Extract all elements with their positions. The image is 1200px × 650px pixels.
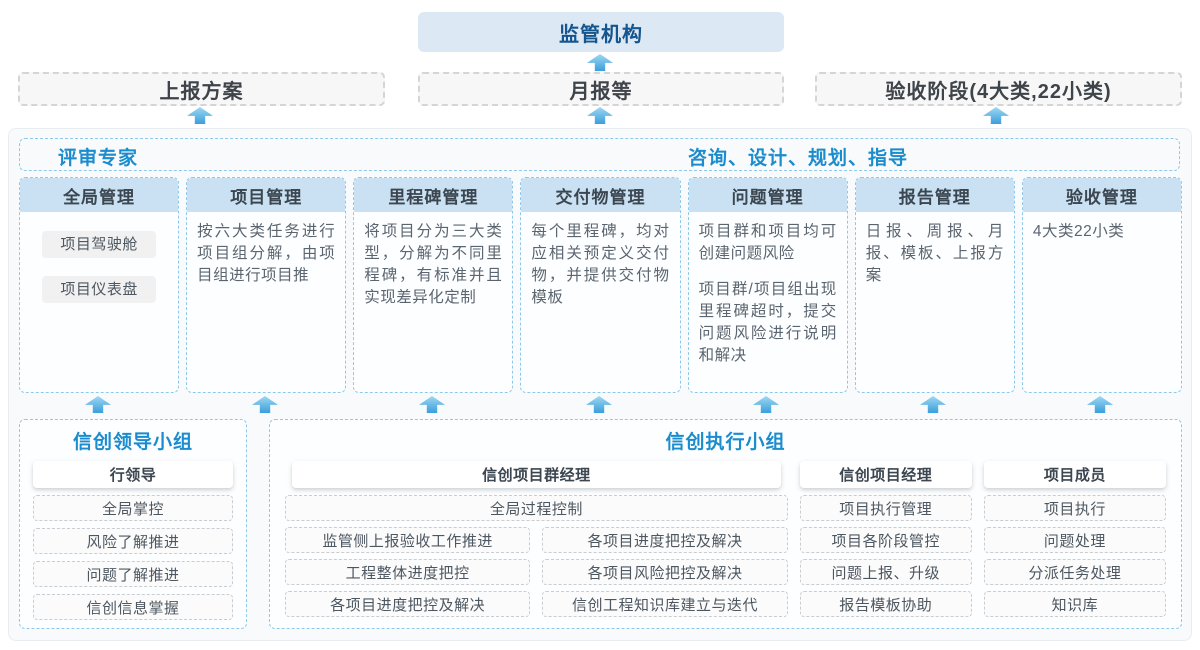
column-project-mgmt: 项目管理 按六大类任务进行项目组分解，由项目组进行项目推: [186, 177, 347, 393]
leader-task: 信创信息掌握: [33, 594, 233, 620]
column-body: 项目驾驶舱 项目仪表盘: [20, 212, 178, 326]
column-body: 按六大类任务进行项目组分解，由项目组进行项目推: [187, 212, 345, 310]
column-header: 全局管理: [20, 178, 179, 212]
arrow-up-icon: [753, 396, 779, 413]
program-manager-task: 工程整体进度把控: [285, 559, 531, 585]
program-manager-task-grid: 监管侧上报验收工作推进 各项目进度把控及解决 工程整体进度把控 各项目风险把控及…: [285, 527, 788, 617]
project-member-task: 问题处理: [983, 527, 1167, 553]
experts-banner: 评审专家 咨询、设计、规划、指导: [19, 138, 1180, 171]
column-global-mgmt: 全局管理 项目驾驶舱 项目仪表盘: [19, 177, 180, 393]
column-body: 每个里程碑，均对应相关预定义交付物，并提供交付物模板: [521, 212, 679, 332]
project-member-task: 分派任务处理: [983, 559, 1167, 585]
feature-item: 项目驾驶舱: [42, 231, 157, 258]
program-manager-task: 各项目进度把控及解决: [285, 591, 531, 617]
project-manager-task: 报告模板协助: [799, 591, 972, 617]
column-report-mgmt: 报告管理 日报、周报、月报、模板、上报方案: [854, 177, 1015, 393]
role-bank-leader: 行领导: [33, 461, 233, 488]
column-body: 日报、周报、月报、模板、上报方案: [856, 212, 1014, 310]
experts-right-label: 咨询、设计、规划、指导: [688, 148, 909, 169]
column-paragraph: 按六大类任务进行项目组分解，由项目组进行项目推: [197, 223, 336, 284]
arrow-up-icon: [587, 107, 613, 124]
role-project-manager: 信创项目经理: [799, 461, 972, 488]
leader-task: 全局掌控: [33, 495, 233, 521]
column-paragraph: 将项目分为三大类型，分解为不同里程碑，有标准并且实现差异化定制: [364, 223, 503, 306]
platform-container: 评审专家 咨询、设计、规划、指导 全局管理 项目驾驶舱 项目仪表盘 项目管理 按…: [8, 128, 1192, 641]
execution-group-title: 信创执行小组: [665, 432, 786, 453]
column-paragraph: 4大类22小类: [1032, 223, 1125, 240]
regulator-node: 监管机构: [418, 12, 784, 52]
feature-item: 项目仪表盘: [42, 276, 157, 303]
leader-group: 信创领导小组 行领导 全局掌控 风险了解推进 问题了解推进 信创信息掌握: [19, 419, 247, 629]
program-manager-task: 各项目风险把控及解决: [542, 559, 788, 585]
report-node-plan: 上报方案: [18, 72, 385, 106]
arrow-up-icon: [587, 54, 613, 71]
column-header: 验收管理: [1022, 178, 1181, 212]
arrow-up-icon: [920, 396, 946, 413]
column-header: 问题管理: [688, 178, 847, 212]
column-acceptance-mgmt: 验收管理 4大类22小类: [1021, 177, 1182, 393]
report-monthly-label: 月报等: [569, 80, 633, 103]
program-manager-column: 信创项目群经理 全局过程控制 监管侧上报验收工作推进 各项目进度把控及解决 工程…: [285, 461, 788, 623]
program-manager-task: 监管侧上报验收工作推进: [285, 527, 531, 553]
project-member-column: 项目成员 项目执行 问题处理 分派任务处理 知识库: [983, 461, 1167, 623]
execution-group: 信创执行小组 信创项目群经理 全局过程控制 监管侧上报验收工作推进 各项目进度把…: [269, 419, 1182, 629]
program-manager-task: 各项目进度把控及解决: [542, 527, 788, 553]
column-body: 将项目分为三大类型，分解为不同里程碑，有标准并且实现差异化定制: [354, 212, 512, 332]
report-plan-label: 上报方案: [159, 80, 244, 103]
arrow-up-icon: [586, 396, 612, 413]
column-paragraph: 每个里程碑，均对应相关预定义交付物，并提供交付物模板: [531, 223, 670, 306]
column-header: 项目管理: [187, 178, 346, 212]
execution-columns: 信创项目群经理 全局过程控制 监管侧上报验收工作推进 各项目进度把控及解决 工程…: [270, 454, 1181, 623]
regulator-label: 监管机构: [559, 23, 643, 46]
project-manager-task: 问题上报、升级: [799, 559, 972, 585]
arrow-up-icon: [187, 107, 213, 124]
arrow-up-icon: [419, 396, 445, 413]
report-node-acceptance: 验收阶段(4大类,22小类): [815, 72, 1182, 106]
project-manager-task: 项目执行管理: [799, 495, 972, 521]
program-manager-task: 信创工程知识库建立与迭代: [542, 591, 788, 617]
column-body: 项目群和项目均可创建问题风险 项目群/项目组出现里程碑超时，提交问题风险进行说明…: [689, 212, 847, 390]
column-header: 报告管理: [855, 178, 1014, 212]
column-body: 4大类22小类: [1023, 212, 1181, 266]
report-acceptance-label: 验收阶段(4大类,22小类): [885, 80, 1112, 103]
arrow-up-icon: [85, 396, 111, 413]
report-node-monthly: 月报等: [418, 72, 784, 106]
experts-left-label: 评审专家: [58, 148, 139, 169]
program-manager-task: 全局过程控制: [285, 495, 788, 521]
column-issue-mgmt: 问题管理 项目群和项目均可创建问题风险 项目群/项目组出现里程碑超时，提交问题风…: [687, 177, 848, 393]
column-milestone-mgmt: 里程碑管理 将项目分为三大类型，分解为不同里程碑，有标准并且实现差异化定制: [353, 177, 514, 393]
column-paragraph: 项目群和项目均可创建问题风险: [698, 223, 837, 262]
column-paragraph: 日报、周报、月报、模板、上报方案: [865, 223, 1004, 284]
column-paragraph: 项目群/项目组出现里程碑超时，提交问题风险进行说明和解决: [698, 281, 837, 364]
capability-columns: 全局管理 项目驾驶舱 项目仪表盘 项目管理 按六大类任务进行项目组分解，由项目组…: [19, 177, 1182, 393]
role-project-member: 项目成员: [983, 461, 1167, 488]
column-header: 交付物管理: [521, 178, 680, 212]
column-deliverable-mgmt: 交付物管理 每个里程碑，均对应相关预定义交付物，并提供交付物模板: [520, 177, 681, 393]
arrow-up-icon: [1087, 396, 1113, 413]
project-manager-column: 信创项目经理 项目执行管理 项目各阶段管控 问题上报、升级 报告模板协助: [799, 461, 972, 623]
leader-group-title: 信创领导小组: [72, 432, 193, 453]
leader-task: 问题了解推进: [33, 561, 233, 587]
role-program-manager: 信创项目群经理: [292, 461, 781, 488]
project-member-task: 知识库: [983, 591, 1167, 617]
project-manager-task: 项目各阶段管控: [799, 527, 972, 553]
arrow-up-icon: [983, 107, 1009, 124]
column-header: 里程碑管理: [354, 178, 513, 212]
project-member-task: 项目执行: [983, 495, 1167, 521]
arrow-up-icon: [252, 396, 278, 413]
leader-task: 风险了解推进: [33, 528, 233, 554]
